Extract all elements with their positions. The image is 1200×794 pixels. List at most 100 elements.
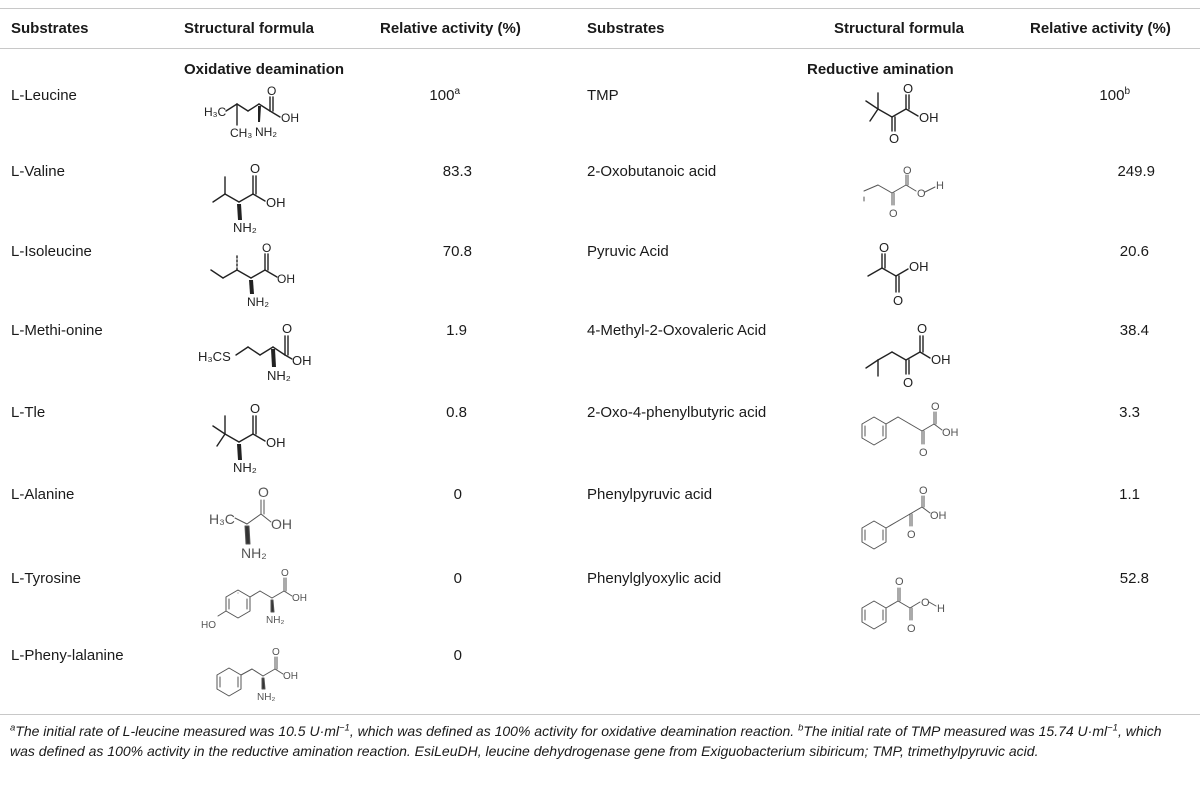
substrate-name: Phenylpyruvic acid: [587, 486, 713, 503]
footnote-a-text-end: , which was defined as 100% activity for…: [349, 723, 799, 739]
substrate-name: L-Alanine: [11, 486, 75, 503]
relative-activity-value: 38.4: [1119, 322, 1149, 339]
section-reductive-amination: Reductive amination: [807, 61, 954, 78]
substrate-name: L-Pheny-lalanine: [11, 647, 124, 664]
substrate-name: L-Tyrosine: [11, 570, 82, 587]
relative-activity-value: 0: [453, 647, 462, 664]
chem-label: OH: [281, 111, 299, 125]
structure-valine: NH₂ O OH: [212, 161, 286, 235]
chem-label: H: [937, 603, 945, 615]
substrate-name: TMP: [587, 87, 619, 104]
relative-activity-value: 0: [453, 486, 462, 503]
footnote-a-text: The initial rate of L-leucine measured w…: [15, 723, 339, 739]
substrate-name: L-Methi-onine: [11, 322, 103, 339]
structure-tert-leucine: NH₂ O OH: [212, 401, 286, 475]
relative-activity-value: 52.8: [1119, 570, 1149, 587]
chem-label: O: [250, 161, 260, 176]
relative-activity-value: 70.8: [442, 243, 472, 260]
chem-label: O: [893, 293, 903, 308]
structure-tyrosine: HO NH₂ O OH: [201, 568, 307, 631]
chem-label: O: [250, 401, 260, 416]
chem-label: O: [258, 484, 269, 500]
structure-pyruvic-acid: O O OH: [867, 240, 929, 308]
chem-label: O: [919, 485, 928, 497]
chem-label: O: [921, 597, 930, 609]
section-oxidative-deamination: Oxidative deamination: [184, 61, 345, 78]
chem-label: NH₂: [257, 692, 275, 703]
chem-label: O: [917, 321, 927, 336]
chem-label: OH: [942, 427, 959, 439]
chem-label: O: [282, 321, 292, 336]
structure-phenylalanine: NH₂ O OH: [216, 647, 298, 703]
chem-label: HO: [201, 620, 216, 631]
chem-label: H: [936, 180, 944, 192]
structure-methionine: H₃CS NH₂ O OH: [198, 321, 312, 383]
chem-label: O: [895, 576, 904, 588]
chem-label: OH: [283, 671, 298, 682]
chem-label: H₃C: [204, 105, 227, 119]
chem-label: NH₂: [267, 368, 291, 383]
table-top-rule: [0, 8, 1200, 9]
structure-phenylglyoxylic-acid: O O O H: [861, 576, 945, 635]
relative-activity-value: 20.6: [1119, 243, 1149, 260]
footnote-exponent: −1: [339, 722, 350, 734]
substrate-name: L-Tle: [11, 404, 46, 421]
header-right-activity: Relative activity (%): [1030, 20, 1171, 37]
chem-label: OH: [266, 435, 286, 450]
substrate-name: Phenylglyoxylic acid: [587, 570, 722, 587]
chem-label: NH₂: [247, 295, 269, 309]
substrate-name: 4-Methyl-2-Oxovaleric Acid: [587, 322, 767, 339]
chem-label: NH₂: [233, 220, 257, 235]
structure-2-oxobutanoic-acid: O O O H: [863, 165, 944, 220]
header-left-formula: Structural formula: [184, 20, 315, 37]
chem-label: NH₂: [266, 615, 284, 626]
relative-activity-value: 100b: [1099, 86, 1130, 105]
chem-label: O: [903, 375, 913, 390]
footnote-b-text: The initial rate of TMP measured was 15.…: [803, 723, 1108, 739]
chem-label: O: [903, 81, 913, 96]
structure-leucine: H₃C CH₃ NH₂ O OH: [204, 84, 299, 140]
relative-activity-value: 0: [453, 570, 462, 587]
substrate-name: Pyruvic Acid: [587, 243, 669, 260]
chem-label: OH: [277, 272, 295, 286]
relative-activity-value: 249.9: [1117, 163, 1155, 180]
relative-activity-value: 100a: [429, 86, 460, 105]
table-footnote: aThe initial rate of L-leucine measured …: [10, 722, 1185, 761]
chem-label: O: [272, 647, 280, 658]
chem-label: O: [919, 447, 928, 459]
header-left-substrates: Substrates: [11, 20, 89, 37]
relative-activity-value: 3.3: [1119, 404, 1140, 421]
structure-trimethylpyruvic-acid: O O OH: [865, 81, 939, 146]
chem-label: NH₂: [233, 460, 257, 475]
chem-label: OH: [919, 110, 939, 125]
chem-label: NH₂: [255, 125, 277, 139]
relative-activity-value: 0.8: [446, 404, 467, 421]
footnote-exponent: −1: [1107, 722, 1118, 734]
chem-label: O: [262, 241, 271, 255]
chem-label: O: [931, 401, 940, 413]
chem-label: O: [903, 165, 912, 177]
chem-label: O: [917, 188, 926, 200]
chem-label: OH: [266, 195, 286, 210]
chem-label: NH₂: [241, 545, 267, 561]
chem-label: O: [879, 240, 889, 255]
chem-label: OH: [292, 593, 307, 604]
chem-label: OH: [292, 353, 312, 368]
chem-label: H₃CS: [198, 349, 231, 364]
substrate-name: L-Valine: [11, 163, 65, 180]
structure-isoleucine: NH₂ O OH: [210, 241, 295, 309]
substrate-name: L-Isoleucine: [11, 243, 92, 260]
chem-label: O: [907, 623, 916, 635]
footnote-marker: b: [798, 722, 804, 734]
header-rule: [0, 48, 1200, 49]
footnote-b-text-end: , which was defined as 100% activity in …: [10, 723, 1162, 759]
structure-phenylpyruvic-acid: O O OH: [861, 485, 947, 550]
table-bottom-rule: [0, 714, 1200, 715]
relative-activity-value: 1.9: [446, 322, 467, 339]
header-left-activity: Relative activity (%): [380, 20, 521, 37]
chem-label: O: [889, 208, 898, 220]
substrate-name: 2-Oxobutanoic acid: [587, 163, 717, 180]
chem-label: O: [907, 529, 916, 541]
footnote-marker: a: [454, 86, 460, 97]
header-right-substrates: Substrates: [587, 20, 665, 37]
